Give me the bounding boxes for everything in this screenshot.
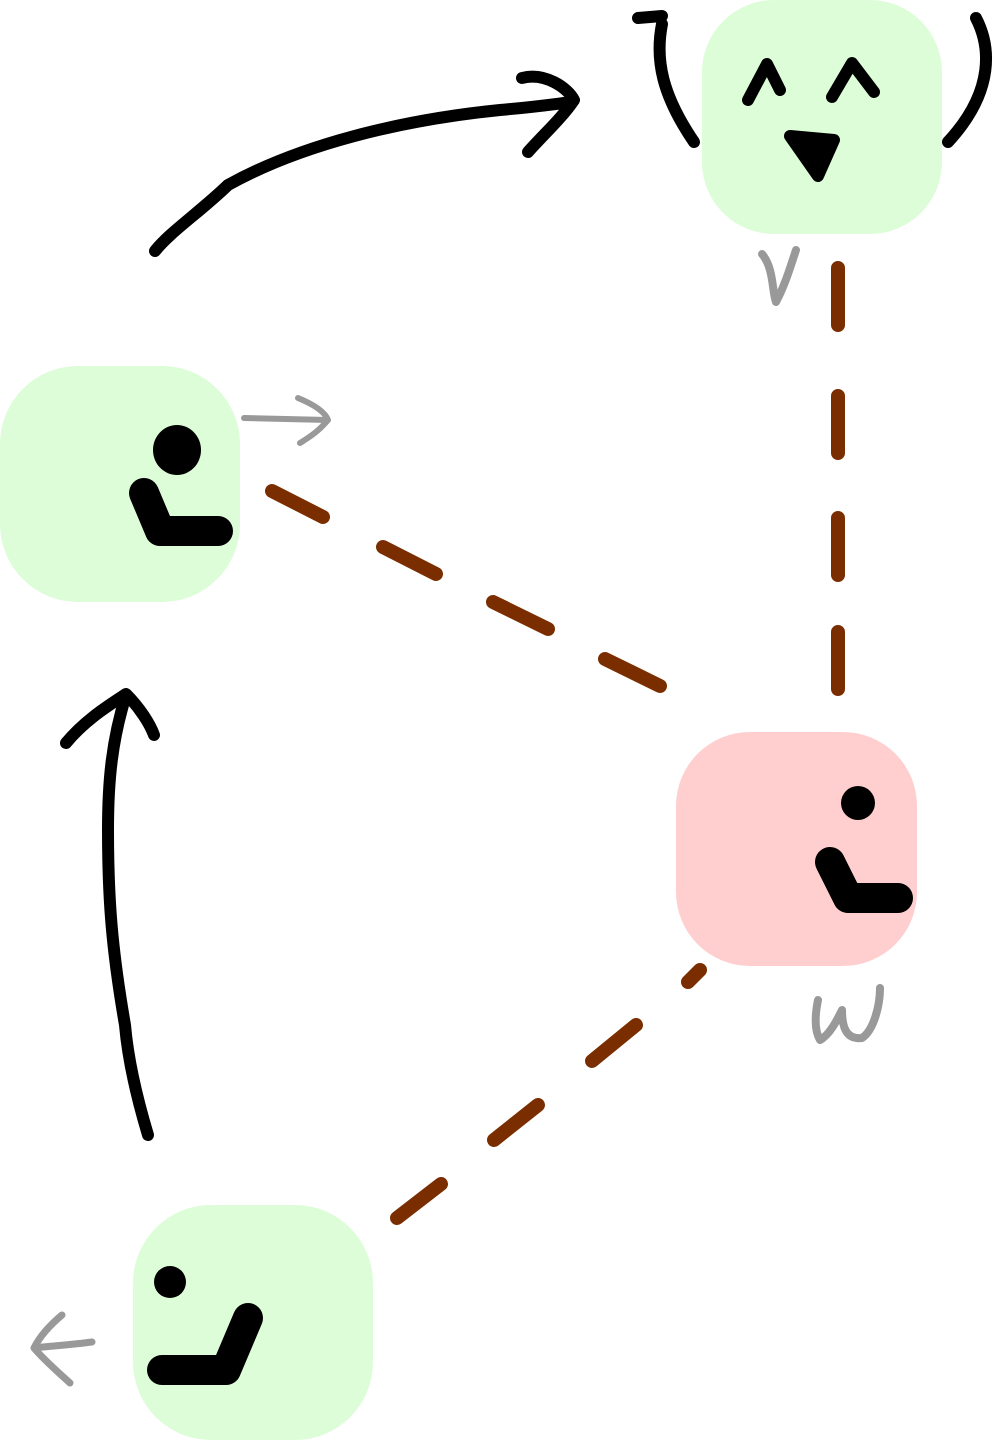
node-w-box <box>676 732 917 966</box>
hint-arrow-left-icon <box>30 1311 96 1387</box>
cheering-face-icon <box>742 57 880 182</box>
arrow-left-to-v <box>149 70 580 257</box>
node-v-label: v <box>758 246 800 306</box>
arrow-bottom-to-left <box>60 688 160 1141</box>
node-v-box <box>702 0 942 234</box>
raised-arms-icon <box>632 10 992 148</box>
dashed-edge-left-w <box>265 484 667 693</box>
face-looking-left-icon <box>147 1266 263 1385</box>
face-looking-right-icon <box>815 786 913 913</box>
node-v[interactable]: v <box>632 0 992 314</box>
node-w-label: w <box>811 984 884 1044</box>
node-bottom-left[interactable] <box>30 1205 373 1440</box>
dashed-edges <box>265 261 845 1225</box>
node-left-box <box>0 366 240 602</box>
dashed-edge-bottom-w <box>390 963 707 1225</box>
face-looking-right-icon <box>129 425 233 546</box>
solid-arrows <box>60 70 580 1141</box>
node-left[interactable] <box>0 366 331 602</box>
hint-arrow-right-icon <box>241 395 331 446</box>
node-w[interactable]: w <box>676 732 917 1054</box>
